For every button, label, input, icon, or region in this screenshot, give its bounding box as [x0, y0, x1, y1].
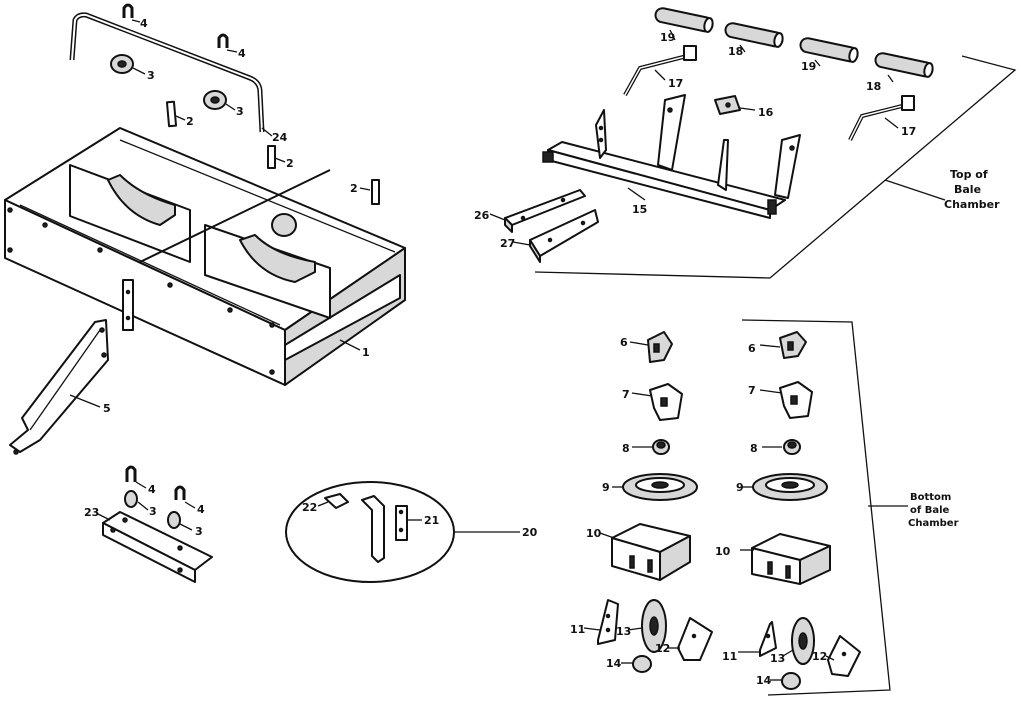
u-bolt-4b — [217, 33, 229, 48]
label-3d: 3 — [195, 525, 203, 538]
label-4c: 4 — [148, 483, 156, 496]
label-4a: 4 — [140, 17, 148, 30]
label-11b: 11 — [722, 650, 737, 663]
leaders-bottom-left — [97, 481, 196, 531]
u-bar-24 — [69, 12, 265, 133]
label-13a: 13 — [616, 625, 631, 638]
plate-2a — [165, 100, 178, 128]
bottom-outline — [741, 319, 908, 696]
bracket-23 — [102, 511, 213, 583]
plate-2c — [371, 179, 380, 205]
caption-top: Top of Bale Chamber — [944, 168, 1000, 211]
caption-top-line2: Bale — [954, 183, 981, 196]
leaders-rollers — [669, 29, 894, 83]
label-4b: 4 — [238, 47, 246, 60]
label-4d: 4 — [197, 503, 205, 516]
detail-oval-20 — [285, 481, 520, 583]
rod-17a — [623, 45, 697, 96]
label-18a: 18 — [728, 45, 743, 58]
label-20: 20 — [522, 526, 538, 539]
label-9b: 9 — [736, 481, 744, 494]
label-3c: 3 — [149, 505, 157, 518]
label-13b: 13 — [770, 652, 785, 665]
bale-chamber-box — [4, 127, 406, 386]
nut-3a — [110, 54, 134, 74]
label-14a: 14 — [606, 657, 622, 670]
caption-top-line3: Chamber — [944, 198, 1000, 211]
column-a-parts — [583, 331, 713, 673]
label-7a: 7 — [622, 388, 630, 401]
caption-top-line1: Top of — [950, 168, 988, 181]
label-6a: 6 — [620, 336, 628, 349]
label-27: 27 — [500, 237, 515, 250]
label-12b: 12 — [812, 650, 827, 663]
label-3a: 3 — [147, 69, 155, 82]
bracket-left — [361, 495, 385, 563]
label-26: 26 — [474, 209, 490, 222]
label-19a: 19 — [660, 31, 675, 44]
label-10a: 10 — [586, 527, 602, 540]
label-16: 16 — [758, 106, 774, 119]
plate-2b — [267, 145, 276, 169]
angle-26 — [504, 189, 586, 233]
label-12a: 12 — [655, 642, 670, 655]
caption-bottom: Bottom of Bale Chamber — [908, 492, 959, 529]
label-17b: 17 — [901, 125, 916, 138]
plate-21 — [395, 505, 408, 541]
label-22: 22 — [302, 501, 317, 514]
label-5: 5 — [103, 402, 111, 415]
u-bolt-4a — [122, 3, 134, 18]
top-outline — [534, 55, 1017, 279]
rod-17b — [848, 95, 915, 141]
rollers — [654, 7, 934, 78]
clip-16 — [714, 95, 756, 115]
angle-27 — [529, 209, 599, 263]
nut-3b — [203, 90, 227, 110]
clip-22 — [324, 493, 349, 509]
column-b-parts — [738, 331, 861, 690]
part-numbers: 4 4 3 3 2 24 2 2 1 5 4 4 3 3 23 22 21 20… — [84, 17, 916, 687]
label-8a: 8 — [622, 442, 630, 455]
label-14b: 14 — [756, 674, 772, 687]
label-2b: 2 — [286, 157, 294, 170]
label-10b: 10 — [715, 545, 731, 558]
channel-15 — [542, 94, 801, 219]
label-2a: 2 — [186, 115, 194, 128]
nut-3d — [167, 511, 181, 529]
brace-5 — [9, 319, 109, 455]
label-2c: 2 — [350, 182, 358, 195]
u-bolt-4d — [174, 485, 186, 500]
label-17a: 17 — [668, 77, 683, 90]
label-1: 1 — [362, 346, 370, 359]
label-9a: 9 — [602, 481, 610, 494]
label-24: 24 — [272, 131, 288, 144]
caption-bottom-line2: of Bale — [910, 505, 950, 516]
label-3b: 3 — [236, 105, 244, 118]
label-6b: 6 — [748, 342, 756, 355]
label-23: 23 — [84, 506, 99, 519]
caption-bottom-line1: Bottom — [910, 492, 951, 503]
label-21: 21 — [424, 514, 439, 527]
caption-bottom-line3: Chamber — [908, 518, 959, 529]
label-7b: 7 — [748, 384, 756, 397]
label-8b: 8 — [750, 442, 758, 455]
u-bolt-4c — [125, 465, 137, 482]
label-18b: 18 — [866, 80, 881, 93]
label-15: 15 — [632, 203, 647, 216]
leaders-top-left — [131, 19, 371, 351]
nut-3c — [124, 490, 138, 508]
label-11a: 11 — [570, 623, 585, 636]
label-19b: 19 — [801, 60, 816, 73]
